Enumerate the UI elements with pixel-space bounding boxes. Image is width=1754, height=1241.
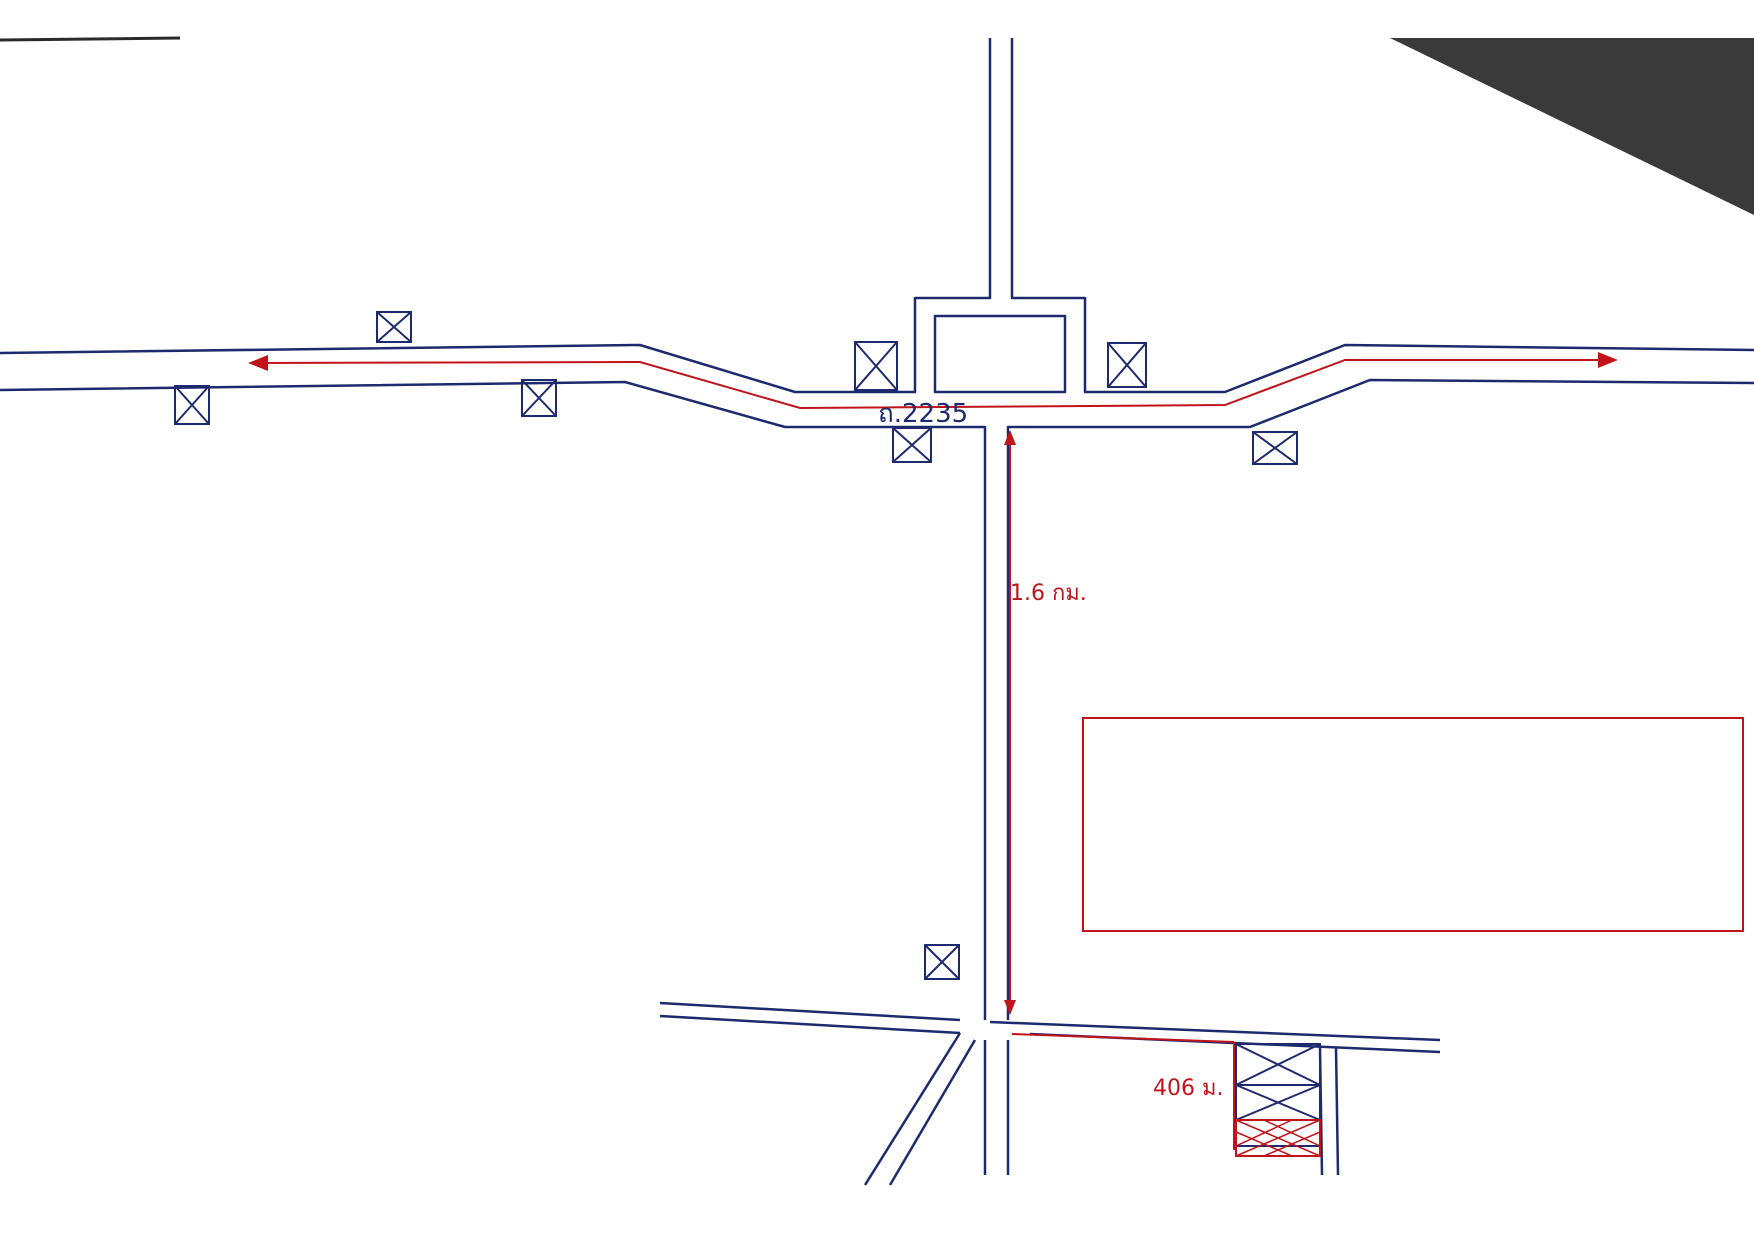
scan-shadow — [0, 36, 1754, 215]
landmark-marker — [924, 944, 960, 980]
diagonal-road-edge-b — [888, 1039, 977, 1186]
landmark-marker — [854, 341, 898, 391]
label-distance-road: 1.6 กม. — [1010, 581, 1087, 606]
landmark-marker — [1107, 342, 1147, 388]
landmark-marker — [174, 385, 210, 425]
label-distance-spur: 406 ม. — [1153, 1076, 1223, 1101]
property-info-box — [1082, 717, 1744, 932]
landmark-marker — [892, 427, 932, 463]
landmark-markers — [174, 311, 1298, 980]
landmark-marker — [1252, 431, 1298, 465]
main-road-south-edge-left — [0, 380, 987, 1020]
diagonal-road-edge-a — [863, 1032, 962, 1186]
road-network — [0, 38, 1754, 1186]
landmark-marker — [376, 311, 412, 343]
cross-road-north-edge — [659, 1001, 1441, 1042]
main-road-north-edge-right — [1010, 38, 1754, 394]
junction-block — [933, 314, 1067, 394]
distance-arrow-down-icon — [1004, 1000, 1016, 1015]
subject-parcel — [1235, 1119, 1321, 1157]
route-line — [254, 359, 1605, 1043]
spur-road-edge-b — [1334, 1047, 1340, 1176]
arrow-left-icon — [248, 355, 268, 371]
landmark-marker — [521, 379, 557, 417]
main-road-south-edge-right — [1006, 378, 1754, 1020]
label-route-number: ถ.2235 — [878, 399, 968, 429]
cross-road-south-edge — [659, 1014, 1441, 1054]
distance-arrow-up-icon — [1004, 430, 1016, 445]
parcel-outline — [1235, 1043, 1321, 1147]
parcel-plot — [1233, 1042, 1321, 1157]
main-road-north-edge — [0, 38, 992, 394]
arrow-right-icon — [1598, 352, 1618, 368]
